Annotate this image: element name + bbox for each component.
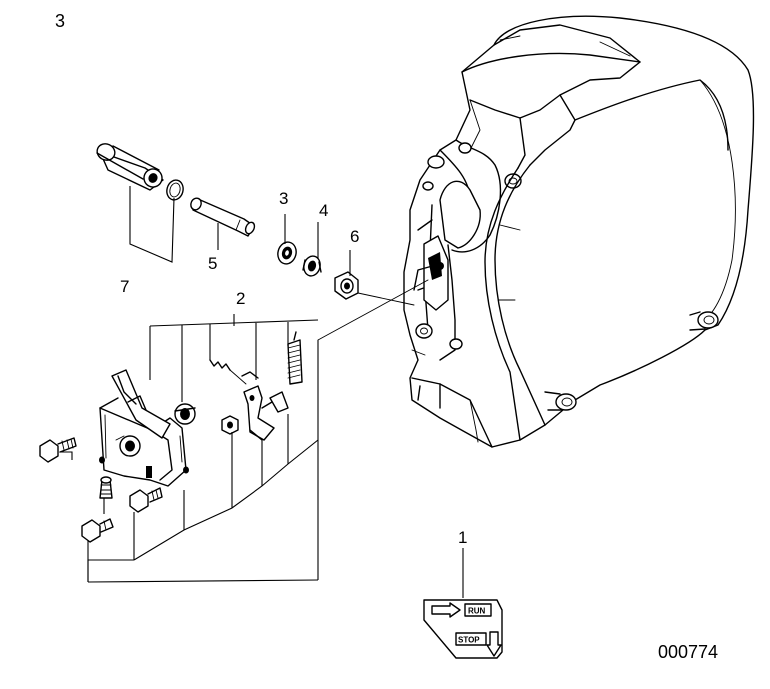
sleeve-part — [96, 143, 164, 191]
engine-housing — [403, 15, 755, 448]
decal-run-label: RUN — [468, 607, 486, 616]
arrow-down-icon — [486, 631, 502, 657]
callout-7: 7 — [120, 277, 129, 296]
arrow-right-icon — [431, 602, 461, 618]
spring-small — [209, 359, 259, 385]
small-nut — [221, 415, 239, 435]
lock-washer-part — [302, 255, 322, 277]
bolt-lower-left — [81, 518, 114, 543]
alignment-line-upper — [357, 292, 415, 306]
figure-code: 000774 — [658, 642, 718, 662]
figure-index: 3 — [55, 11, 65, 31]
washer-part — [277, 241, 297, 265]
callout-3: 3 — [279, 189, 288, 208]
set-screw — [99, 476, 113, 499]
callout-2: 2 — [236, 289, 245, 308]
stop-lever — [243, 385, 275, 441]
run-stop-decal: RUN STOP — [423, 599, 503, 659]
bolt-left — [39, 437, 77, 463]
callout-labels: 1 2 3 4 5 6 7 — [120, 189, 467, 547]
control-bracket-assembly — [99, 369, 196, 487]
callout-5: 5 — [208, 254, 217, 273]
nut-part — [334, 271, 359, 300]
clip-bracket — [261, 391, 289, 413]
shaft-pin-part — [190, 197, 256, 237]
o-ring-part — [166, 179, 184, 201]
bolt-lower-mid — [129, 487, 163, 513]
spring-coil — [287, 331, 303, 385]
alignment-line-lower — [317, 279, 429, 341]
leader-lines — [60, 186, 464, 598]
callout-6: 6 — [350, 227, 359, 246]
callout-4: 4 — [319, 201, 328, 220]
callout-1: 1 — [458, 528, 467, 547]
decal-stop-label: STOP — [458, 636, 480, 645]
